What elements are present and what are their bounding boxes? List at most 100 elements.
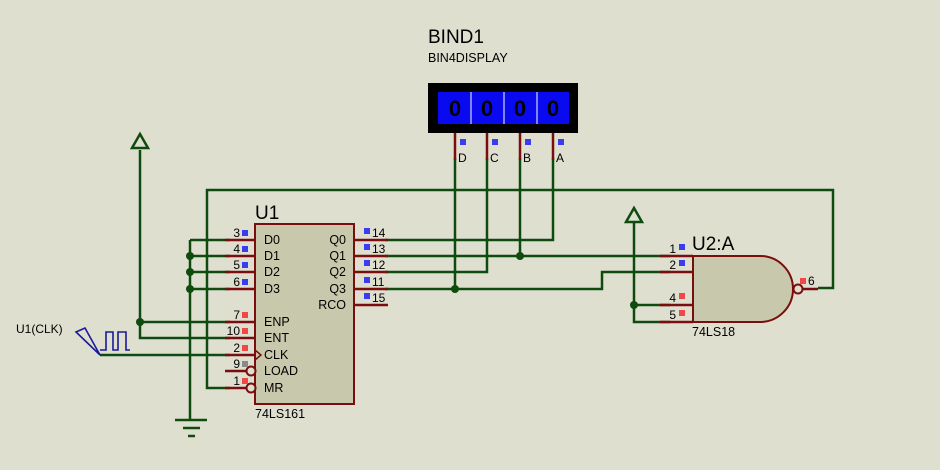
pin-name: CLK xyxy=(264,348,289,362)
u1-type: 74LS161 xyxy=(255,407,305,421)
pin-state-indicator xyxy=(242,378,248,384)
inversion-bubble-icon xyxy=(245,365,257,377)
pin-state-indicator xyxy=(679,244,685,250)
junction xyxy=(451,285,459,293)
pin-name: LOAD xyxy=(264,364,298,378)
pin-name: D2 xyxy=(264,265,280,279)
pin-number: 4 xyxy=(233,242,240,256)
junction xyxy=(186,285,194,293)
display-pin-label: C xyxy=(490,151,499,165)
pin-state-indicator xyxy=(679,310,685,316)
wire-vcc-ent[interactable] xyxy=(138,150,230,340)
pin-state-indicator xyxy=(242,246,248,252)
pin-name: D1 xyxy=(264,249,280,263)
junction xyxy=(136,318,144,326)
junction xyxy=(516,252,524,260)
u1-body xyxy=(254,223,355,405)
pin-number: 14 xyxy=(372,226,386,240)
pin-name: MR xyxy=(264,381,283,395)
wire-q3[interactable] xyxy=(385,270,670,291)
pin-number: 7 xyxy=(233,308,240,322)
clock-generator[interactable]: U1(CLK) xyxy=(16,322,130,356)
junction xyxy=(630,301,638,309)
display-ref: BIND1 xyxy=(428,27,484,48)
pin-number: 3 xyxy=(233,226,240,240)
pin-number: 12 xyxy=(372,258,386,272)
pin-state-indicator xyxy=(242,328,248,334)
power-terminal-right[interactable] xyxy=(623,205,645,224)
junctions xyxy=(136,252,638,326)
pin-name: D3 xyxy=(264,282,280,296)
pin-number: 6 xyxy=(808,274,815,288)
clock-probe-icon xyxy=(74,326,101,356)
display-pin-label: A xyxy=(556,151,564,165)
pin-state-indicator xyxy=(242,230,248,236)
pin-name: Q3 xyxy=(329,282,346,296)
wires xyxy=(100,150,835,438)
display-pin-label: B xyxy=(523,151,531,165)
power-terminal-left[interactable] xyxy=(129,131,151,150)
pin-number: 2 xyxy=(233,341,240,355)
pin-state-indicator xyxy=(492,139,498,145)
pin-number: 13 xyxy=(372,242,386,256)
pin-number: 1 xyxy=(669,242,676,256)
pin-state-indicator xyxy=(364,244,370,250)
wire-q0[interactable] xyxy=(385,158,555,242)
pin-name: RCO xyxy=(318,298,346,312)
pin-name: D0 xyxy=(264,233,280,247)
pin-number: 11 xyxy=(372,275,385,289)
display-digit: 0 xyxy=(481,96,493,121)
pin-state-indicator xyxy=(800,278,806,284)
u2-ref: U2:A xyxy=(692,234,735,255)
display-digit: 0 xyxy=(514,96,526,121)
display-pins xyxy=(453,133,555,160)
pin-number: 5 xyxy=(669,308,676,322)
junction xyxy=(186,252,194,260)
pin-number: 9 xyxy=(233,357,240,371)
pin-number: 6 xyxy=(233,275,240,289)
pin-state-indicator xyxy=(679,260,685,266)
square-wave-icon xyxy=(100,331,130,351)
u2-type: 74LS18 xyxy=(692,325,735,339)
inversion-bubble-icon xyxy=(792,283,804,295)
pin-state-indicator xyxy=(242,262,248,268)
pin-state-indicator xyxy=(242,361,248,367)
wire-q2[interactable] xyxy=(385,158,489,274)
inversion-bubble-icon xyxy=(245,382,257,394)
wire-data-inputs[interactable] xyxy=(190,238,230,291)
display-digit: 0 xyxy=(449,96,461,121)
pin-number: 5 xyxy=(233,258,240,272)
pin-state-indicator xyxy=(364,293,370,299)
pin-state-indicator xyxy=(242,312,248,318)
junction xyxy=(186,268,194,276)
u2-input-pins xyxy=(660,254,693,324)
pin-state-indicator xyxy=(525,139,531,145)
display-pin-label: D xyxy=(458,151,467,165)
pin-name: Q1 xyxy=(329,249,346,263)
pin-state-indicator xyxy=(364,260,370,266)
display-digit: 0 xyxy=(547,96,559,121)
pin-state-indicator xyxy=(242,279,248,285)
u2-body xyxy=(692,255,794,323)
power-arrow-icon xyxy=(623,205,645,224)
pin-state-indicator xyxy=(364,228,370,234)
pin-number: 1 xyxy=(233,374,240,388)
